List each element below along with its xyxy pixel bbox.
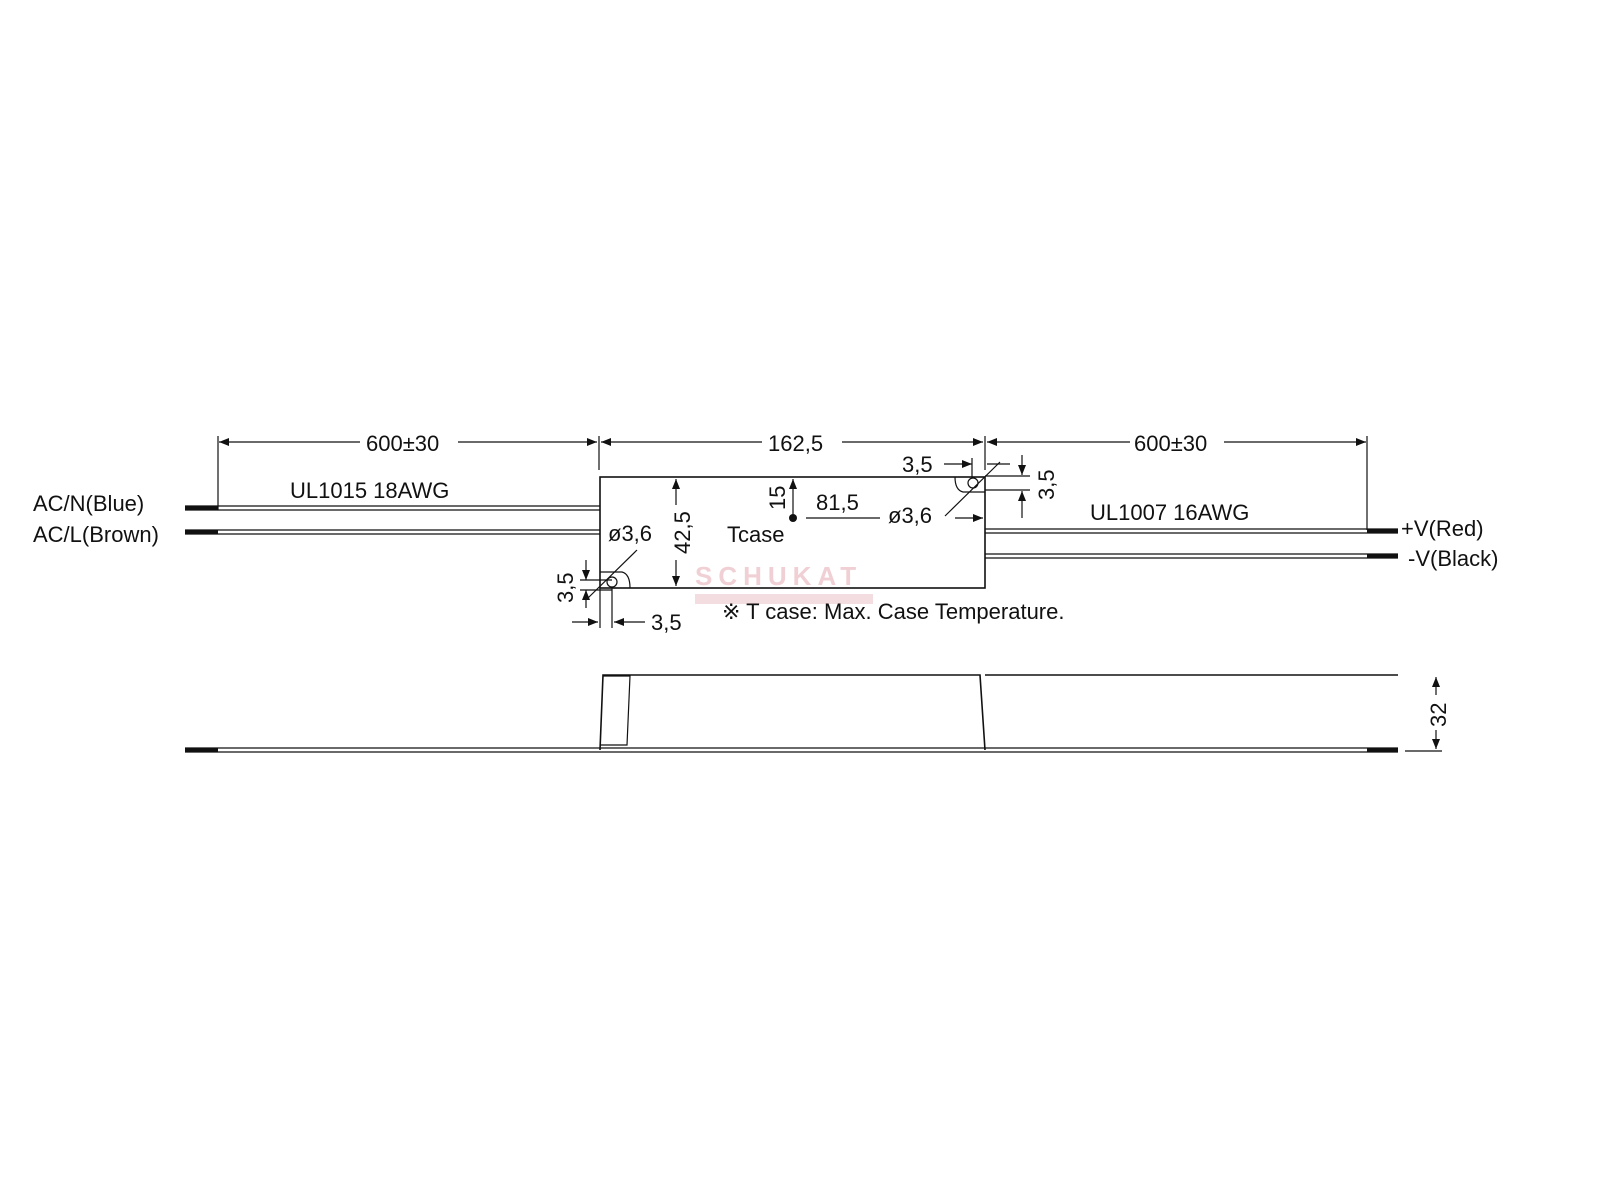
- tcase-offset-x: 81,5: [816, 490, 859, 515]
- dim-body-length: 162,5: [768, 431, 823, 456]
- hole-left-diameter: ø3,6: [608, 521, 652, 546]
- tcase-point: [789, 514, 797, 522]
- terminal-v-minus: -V(Black): [1408, 546, 1498, 571]
- tcase-offset-y: 15: [765, 486, 790, 510]
- hole-right-offset-x: 3,5: [902, 452, 933, 477]
- top-dimensions: [217, 436, 1368, 530]
- left-wires: [185, 505, 600, 535]
- left-mounting-hole: [572, 549, 645, 628]
- watermark-bar: [695, 594, 873, 604]
- tcase-label: Tcase: [727, 522, 784, 547]
- terminal-ac-l: AC/L(Brown): [33, 522, 159, 547]
- wire-left-label: UL1015 18AWG: [290, 478, 449, 503]
- hole-left-offset-y: 3,5: [553, 572, 578, 603]
- dim-right-length: 600±30: [1134, 431, 1207, 456]
- wire-right-label: UL1007 16AWG: [1090, 500, 1249, 525]
- side-view: [185, 674, 1442, 753]
- hole-right-diameter: ø3,6: [888, 503, 932, 528]
- right-mounting-hole: [944, 455, 1030, 522]
- dim-left-length: 600±30: [366, 431, 439, 456]
- right-wires: [985, 528, 1398, 559]
- watermark: SCHUKAT: [695, 561, 862, 591]
- dim-height: 32: [1426, 703, 1451, 727]
- hole-right-offset-y: 3,5: [1034, 469, 1059, 500]
- hole-left-offset-x: 3,5: [651, 610, 682, 635]
- tcase-note: ※ T case: Max. Case Temperature.: [722, 599, 1064, 624]
- terminal-v-plus: +V(Red): [1401, 516, 1484, 541]
- terminal-ac-n: AC/N(Blue): [33, 491, 144, 516]
- dim-body-width: 42,5: [670, 511, 695, 554]
